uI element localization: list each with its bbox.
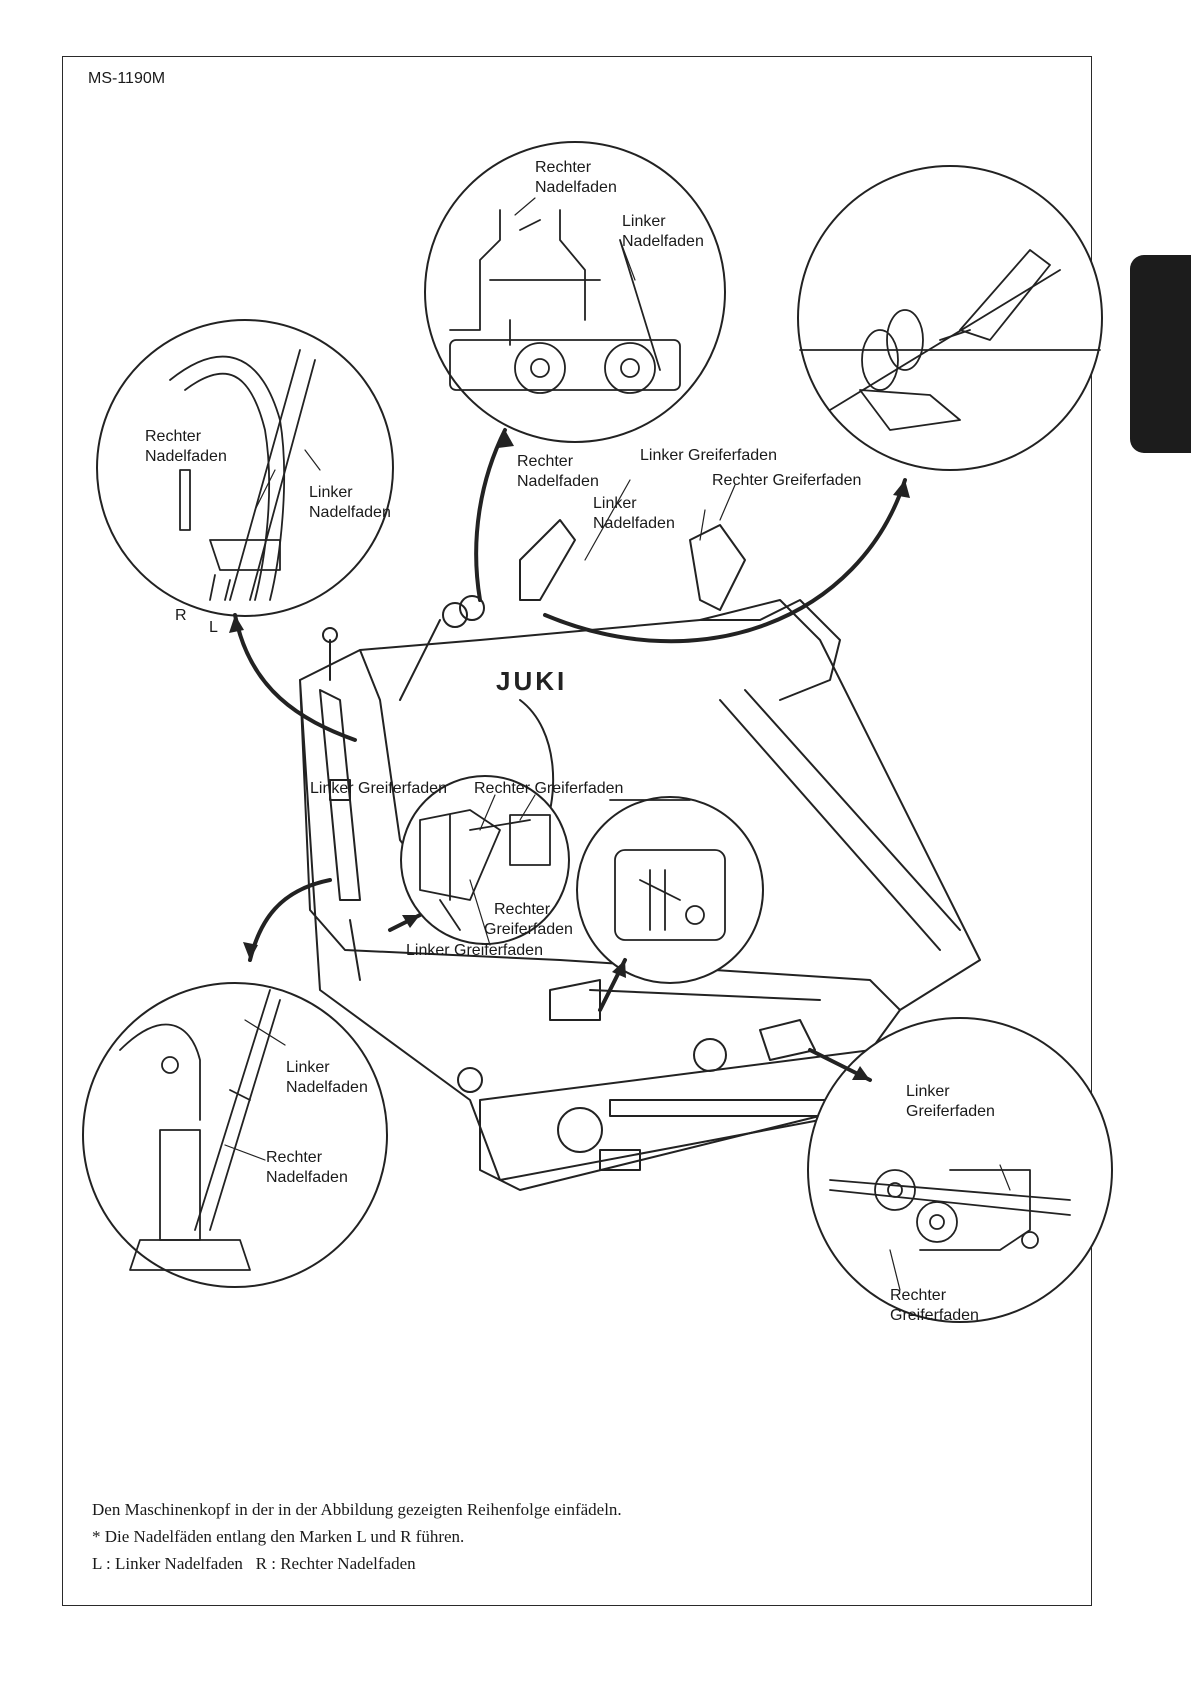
bottom-left-detail [119,989,281,1271]
page-frame [62,56,1092,1606]
label-center-right-looper: Rechter Greiferfaden [474,780,624,797]
center-right-detail [609,799,726,941]
detail-circle-center-small [400,775,570,945]
label-mid-right-looper: Rechter Greiferfaden [712,472,862,489]
caption-line-1: Den Maschinenkopf in der in der Abbildun… [92,1500,622,1519]
detail-circle-center-right [576,796,764,984]
detail-circle-left [96,319,394,617]
detail-circle-bottom-left [82,982,388,1288]
left-detail [169,349,316,601]
mark-l: L [209,619,218,636]
model-number: MS-1190M [88,70,166,87]
connector-arrows [233,428,907,1082]
top-right-detail [799,249,1101,431]
caption: Den Maschinenkopf in der in der Abbildun… [92,1496,622,1577]
detail-circle-top-right [797,165,1103,471]
mark-r: R [175,607,187,624]
center-left-detail [419,809,551,931]
caption-line-3: L : Linker Nadelfaden R : Rechter Nadelf… [92,1554,416,1573]
section-tab [1130,255,1191,453]
caption-line-2: * Die Nadelfäden entlang den Marken L un… [92,1527,465,1546]
brand-logo: JUKI [496,666,567,696]
label-center-left-looper2: Linker Greiferfaden [406,942,543,959]
label-mid-left-looper: Linker Greiferfaden [640,447,777,464]
bottom-right-detail [829,1169,1071,1251]
top-center-detail [449,209,681,394]
arrow-heads [229,430,910,1080]
label-center-left-looper: Linker Greiferfaden [310,780,447,797]
leader-lines [224,197,1011,1291]
